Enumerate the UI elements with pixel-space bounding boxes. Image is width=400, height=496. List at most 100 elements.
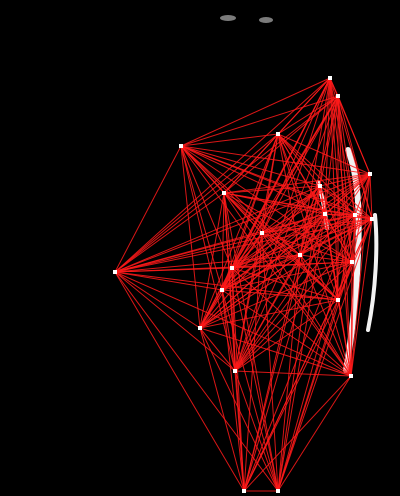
speck xyxy=(259,17,273,23)
graph-edge xyxy=(234,232,263,372)
graph-node xyxy=(260,231,264,235)
graph-node xyxy=(230,266,234,270)
graph-edge xyxy=(261,133,279,234)
graph-edge xyxy=(114,271,236,372)
graph-edge xyxy=(234,370,279,492)
graph-edge xyxy=(221,289,245,492)
graph-edge xyxy=(199,299,339,329)
graph-edge xyxy=(231,267,339,301)
graph-edge xyxy=(277,133,356,216)
graph-node xyxy=(336,298,340,302)
graph-edge xyxy=(114,95,339,273)
graph-edge xyxy=(234,214,356,372)
graph-edge xyxy=(221,289,279,492)
graph-edge xyxy=(114,133,279,273)
graph-edge xyxy=(223,173,371,194)
graph-edge xyxy=(199,327,245,492)
graph-edge xyxy=(234,95,339,372)
graph-edge xyxy=(299,214,356,256)
graph-edge xyxy=(234,77,331,372)
graph-edge xyxy=(324,213,356,216)
graph-edge xyxy=(324,213,339,301)
graph-edge xyxy=(277,299,339,492)
graph-edge xyxy=(319,95,339,187)
graph-edge xyxy=(221,261,353,291)
graph-edge xyxy=(324,95,339,215)
graph-edge xyxy=(231,261,353,269)
graph-edge xyxy=(180,145,301,256)
graph-edge xyxy=(221,289,339,301)
graph-edge xyxy=(337,214,356,301)
graph-edge xyxy=(319,185,356,216)
graph-edge xyxy=(277,77,331,135)
graph-node xyxy=(336,94,340,98)
graph-edge xyxy=(221,289,352,377)
graph-edge xyxy=(243,214,356,492)
graph-edge xyxy=(199,218,373,329)
graph-edge xyxy=(299,95,339,256)
graph-node xyxy=(276,489,280,493)
graph-edge xyxy=(243,261,353,492)
graph-edge xyxy=(180,145,223,291)
graph-edge xyxy=(114,267,233,273)
graph-edge xyxy=(231,213,326,269)
graph-node xyxy=(220,288,224,292)
graph-edge xyxy=(114,271,279,492)
graph-edge xyxy=(261,232,339,301)
graph-edge xyxy=(114,271,245,492)
graph-edge xyxy=(114,271,223,291)
graph-edge xyxy=(277,213,326,492)
graph-edge xyxy=(223,192,263,234)
graph-edge xyxy=(354,214,373,220)
graph-edge xyxy=(261,173,371,234)
graph-edge xyxy=(180,145,326,215)
graph-node xyxy=(323,212,327,216)
graph-node xyxy=(298,253,302,257)
graph-edge xyxy=(221,289,236,372)
graph-edge xyxy=(234,133,279,372)
graph-edge xyxy=(337,95,373,220)
graph-node xyxy=(179,144,183,148)
graph-edge xyxy=(199,327,279,492)
graph-edge xyxy=(221,133,279,291)
graph-edge xyxy=(277,218,373,492)
graph-edge xyxy=(299,254,339,301)
graph-edge xyxy=(337,95,371,175)
graph-edge xyxy=(114,232,263,273)
graph-edge xyxy=(234,261,353,372)
graph-node xyxy=(328,76,332,80)
graph-edge xyxy=(277,214,356,492)
graph-edge xyxy=(351,173,371,263)
graph-edge xyxy=(231,267,245,492)
speck xyxy=(220,15,236,21)
graph-edge xyxy=(199,327,352,377)
graph-node xyxy=(318,184,322,188)
graph-edge xyxy=(180,133,279,147)
graph-edge xyxy=(234,299,339,372)
graph-node xyxy=(233,369,237,373)
graph-edge xyxy=(180,145,236,372)
graph-edge xyxy=(261,232,352,377)
graph-edge xyxy=(243,375,352,492)
graph-edge xyxy=(180,95,339,147)
graph-edge xyxy=(261,232,353,263)
graph-node xyxy=(350,260,354,264)
graph-node xyxy=(349,374,353,378)
graph-edge xyxy=(221,192,225,291)
graph-edge xyxy=(299,173,371,256)
graph-edge xyxy=(221,254,301,291)
graph-edge xyxy=(350,214,356,377)
graph-edge xyxy=(199,173,371,329)
graph-edge xyxy=(221,232,263,291)
graph-edge xyxy=(277,254,301,492)
graph-node xyxy=(353,213,357,217)
edge-group xyxy=(114,77,373,492)
graph-node xyxy=(370,217,374,221)
graph-edge xyxy=(180,145,233,269)
graph-edge xyxy=(337,299,352,377)
graph-edge xyxy=(261,185,321,234)
graph-edge xyxy=(261,214,356,234)
graph-edge xyxy=(234,254,301,372)
